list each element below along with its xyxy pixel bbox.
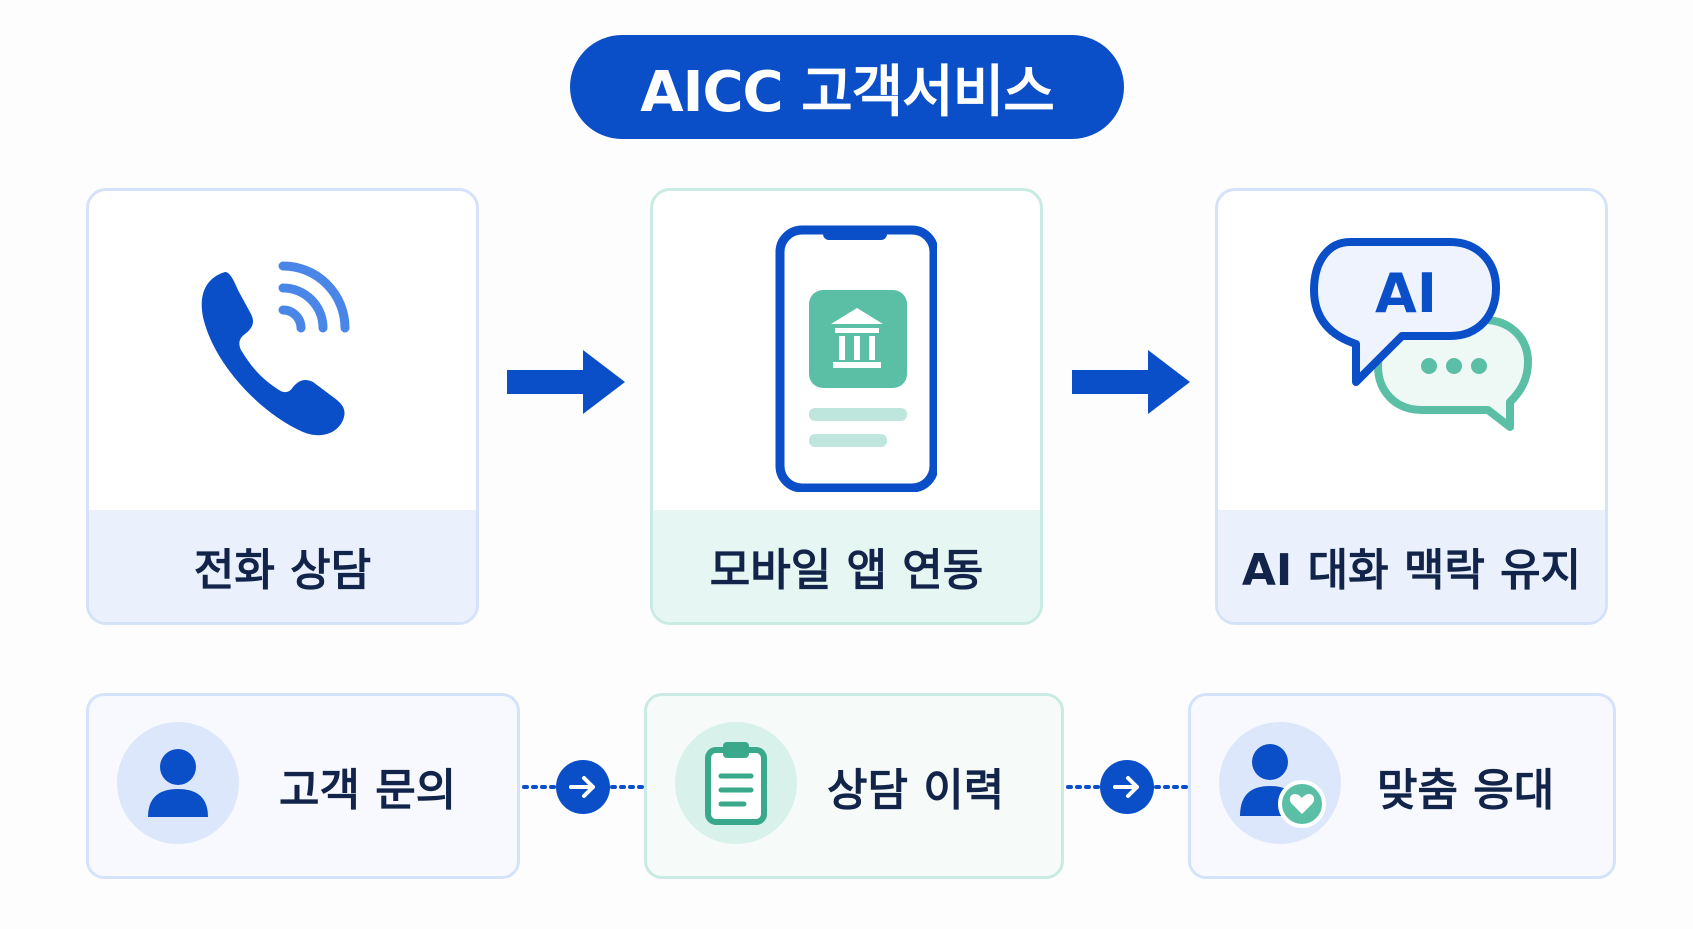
step-card-personalized-response: 맞춤 응대	[1188, 693, 1616, 879]
ai-chat-icon-text: AI	[1375, 262, 1437, 325]
step-label-area: AI 대화 맥락 유지	[1218, 510, 1605, 622]
step-card-mobile-app: 모바일 앱 연동	[650, 188, 1043, 625]
step-label: AI 대화 맥락 유지	[1241, 545, 1582, 596]
mobile-bank-app-icon	[653, 191, 1040, 513]
clipboard-icon	[675, 722, 797, 844]
step-card-phone: 전화 상담	[86, 188, 479, 625]
arrow-right-icon	[1072, 350, 1190, 414]
step-card-customer-inquiry: 고객 문의	[86, 693, 520, 879]
step-label: 전화 상담	[193, 545, 372, 596]
step-label: 모바일 앱 연동	[709, 545, 984, 596]
step-card-ai-chat: AI AI 대화 맥락 유지	[1215, 188, 1608, 625]
step-card-consult-history: 상담 이력	[644, 693, 1064, 879]
ai-chat-icon: AI	[1218, 191, 1605, 513]
step-label-area: 모바일 앱 연동	[653, 510, 1040, 622]
step-label: 상담 이력	[827, 765, 1005, 816]
phone-icon	[89, 191, 476, 513]
arrow-right-icon	[507, 350, 625, 414]
dotted-arrow-connector	[1066, 760, 1188, 814]
user-icon	[117, 722, 239, 844]
dotted-arrow-connector	[522, 760, 644, 814]
user-heart-icon	[1219, 722, 1341, 844]
title-banner: AICC 고객서비스	[570, 35, 1124, 139]
step-label-area: 전화 상담	[89, 510, 476, 622]
step-label: 고객 문의	[279, 765, 457, 816]
page-title: AICC 고객서비스	[640, 59, 1054, 125]
step-label: 맞춤 응대	[1377, 765, 1555, 816]
